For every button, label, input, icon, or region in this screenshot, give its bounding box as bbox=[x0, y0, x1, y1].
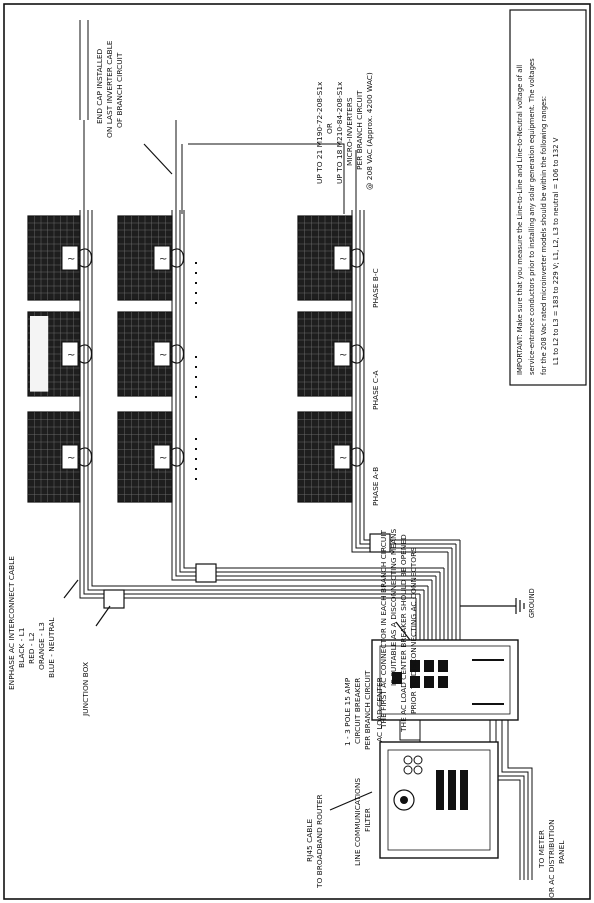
ground-symbol bbox=[460, 598, 525, 614]
phase-label-bc: PHASE B-C bbox=[371, 268, 380, 308]
microinverter bbox=[153, 245, 171, 271]
solar-panel: ~ bbox=[117, 411, 185, 503]
solar-panel: ~ bbox=[27, 215, 93, 301]
breaker-label-4: AC LOAD CENTER bbox=[375, 677, 384, 742]
to-meter-label-2: OR AC DISTRIBUTION bbox=[547, 819, 556, 898]
breaker-label-1: 1 - 3 POLE 15 AMP bbox=[343, 677, 352, 746]
junction-boxes bbox=[103, 533, 391, 609]
limits-line-2: OR bbox=[325, 123, 334, 134]
rj45-leader bbox=[329, 791, 373, 811]
trunk-cables bbox=[79, 20, 461, 640]
solar-panel: ~ bbox=[297, 411, 365, 503]
ac-symbol-icon: ~ bbox=[67, 453, 75, 464]
page-border bbox=[3, 3, 591, 900]
limits-line-6: @ 208 VAC (Approx. 4200 WAC) bbox=[365, 72, 374, 190]
phase-label-ca: PHASE C-A bbox=[371, 370, 380, 410]
phase-label-ab: PHASE A-B bbox=[371, 467, 380, 506]
ac-symbol-icon: ~ bbox=[339, 350, 347, 361]
important-note-line-3: for the 208 Vac rated microinverter mode… bbox=[540, 96, 548, 375]
solar-panel: ~ bbox=[117, 215, 185, 301]
to-meter-label-3: PANEL bbox=[557, 840, 566, 864]
microinverter bbox=[61, 341, 79, 367]
enphase-cable-blue: BLUE - NEUTRAL bbox=[47, 617, 56, 678]
limits-line-4: MICRO-INVERTERS bbox=[345, 97, 354, 166]
important-note-box: IMPORTANT: Make sure that you measure th… bbox=[509, 9, 587, 386]
end-cap-label-3: OF BRANCH CIRCUIT bbox=[115, 52, 124, 128]
microinverter bbox=[333, 245, 351, 271]
first-connector-line-3: THE AC LOAD CENTER BREAKER SHOULD BE OPE… bbox=[399, 534, 408, 733]
solar-panel: ~ bbox=[27, 311, 93, 397]
enphase-cable-orange: ORANGE - L3 bbox=[37, 622, 46, 670]
enphase-cable-title: ENPHASE AC INTERCONNECT CABLE bbox=[7, 556, 16, 690]
junction-box-label: JUNCTION BOX bbox=[81, 662, 90, 717]
junction-box-2 bbox=[195, 563, 217, 583]
ac-symbol-icon: ~ bbox=[67, 350, 75, 361]
first-connector-line-4: PRIOR TO DISCONNECTING AC CONNECTORS bbox=[409, 547, 418, 714]
ground-label: GROUND bbox=[528, 588, 536, 618]
microinverter bbox=[153, 341, 171, 367]
limits-line-3: UP TO 18 M210-84-208-S1x bbox=[335, 81, 344, 184]
breaker-label-3: PER BRANCH CIRCUIT bbox=[363, 670, 372, 750]
leader-lines bbox=[63, 143, 411, 641]
junction-box-3 bbox=[369, 533, 391, 553]
first-connector-line-2: IS SUITABLE AS A DISCONNECTING MEANS bbox=[389, 528, 398, 686]
end-cap-label-1: END CAP INSTALLED bbox=[95, 48, 104, 124]
microinverter bbox=[333, 341, 351, 367]
junction-box-1 bbox=[103, 589, 125, 609]
solar-panel: ~ bbox=[117, 311, 185, 397]
end-cap-label-2: ON LAST INVERTER CABLE bbox=[105, 40, 114, 138]
ac-load-center bbox=[371, 639, 519, 721]
rj45-label-1: RJ45 CABLE bbox=[305, 819, 314, 862]
important-note-line-2: service-entrance conductors prior to ins… bbox=[528, 58, 536, 375]
limits-line-1: UP TO 21 M190-72-208-S1x bbox=[315, 81, 324, 184]
to-meter-label-1: TO METER bbox=[537, 830, 546, 869]
line-filter-box bbox=[379, 741, 499, 859]
limits-line-5: PER BRANCH CIRCUIT bbox=[355, 90, 364, 170]
line-filter-label-2: FILTER bbox=[363, 808, 372, 832]
microinverter bbox=[333, 444, 351, 470]
ac-symbol-icon: ~ bbox=[159, 453, 167, 464]
breakers bbox=[392, 660, 448, 688]
important-note-line-4: L1 to L2 to L3 = 183 to 229 V; L1, L2, L… bbox=[552, 137, 560, 365]
line-filter-label-1: LINE COMMUNICATIONS bbox=[353, 778, 362, 866]
enphase-cable-red: RED - L2 bbox=[27, 632, 36, 664]
breaker-label-2: CIRCUIT BREAKER bbox=[353, 678, 362, 744]
solar-panel: ~ bbox=[297, 215, 365, 301]
enphase-cable-black: BLACK - L1 bbox=[17, 627, 26, 668]
ac-symbol-icon: ~ bbox=[67, 254, 75, 265]
ac-symbol-icon: ~ bbox=[159, 254, 167, 265]
ac-symbol-icon: ~ bbox=[159, 350, 167, 361]
microinverter bbox=[61, 245, 79, 271]
microinverter bbox=[153, 444, 171, 470]
microinverter bbox=[61, 444, 79, 470]
solar-panel: ~ bbox=[27, 411, 93, 503]
ac-symbol-icon: ~ bbox=[339, 254, 347, 265]
rj45-label-2: TO BROADBAND ROUTER bbox=[315, 794, 324, 889]
important-note-line-1: IMPORTANT: Make sure that you measure th… bbox=[516, 65, 524, 375]
solar-panel: ~ bbox=[297, 311, 365, 397]
first-connector-line-1: THE FIRST AC CONNECTOR IN EACH BRANCH CI… bbox=[379, 530, 388, 729]
ac-symbol-icon: ~ bbox=[339, 453, 347, 464]
